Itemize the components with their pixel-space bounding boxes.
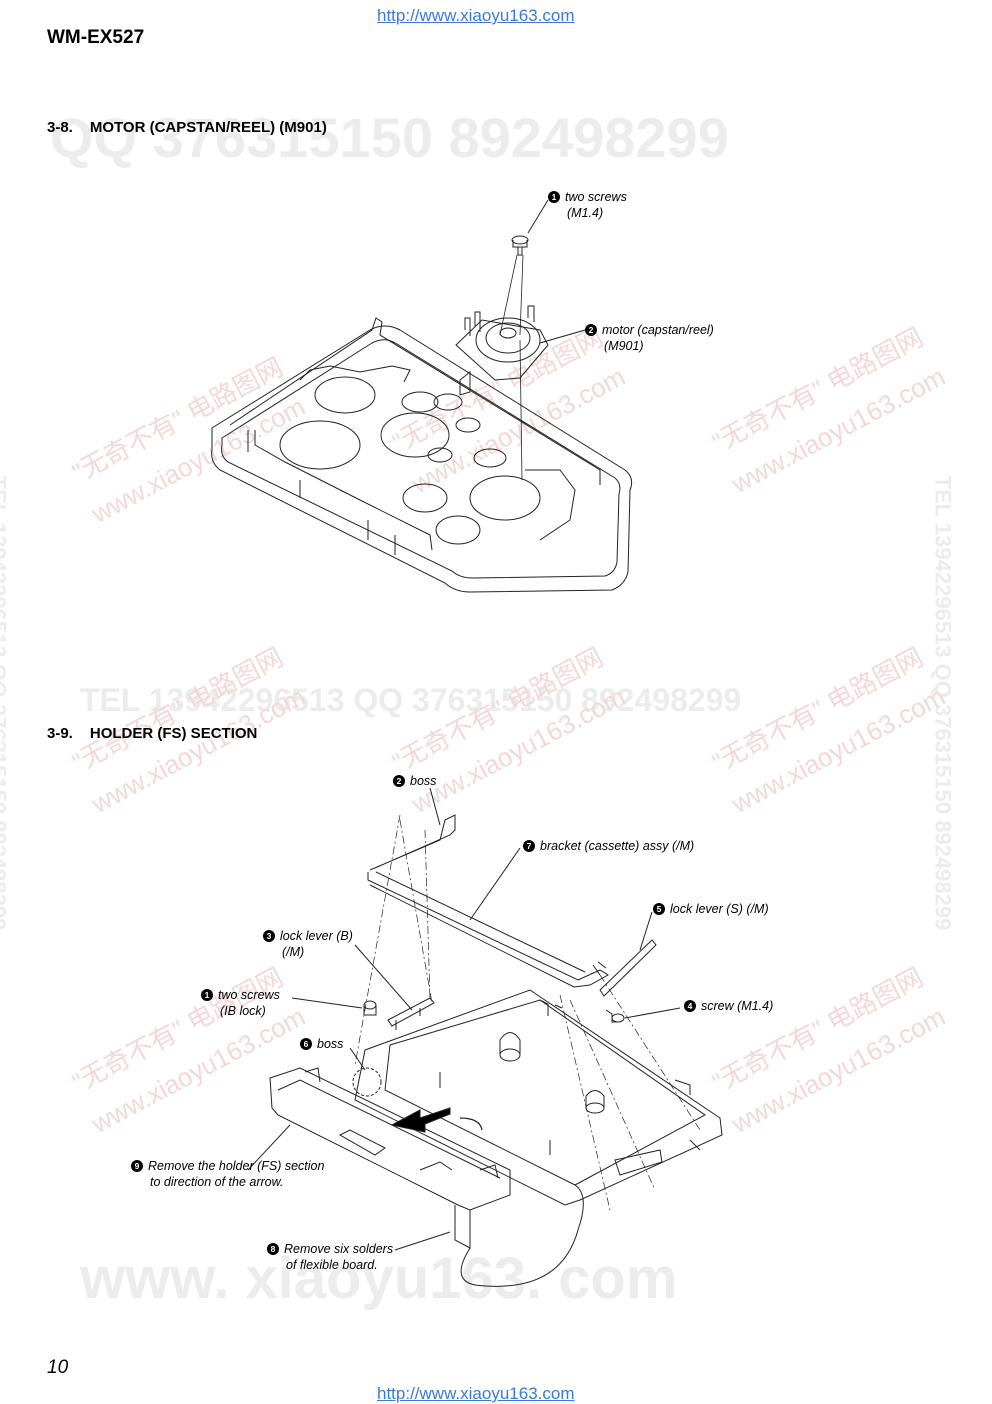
leader-line	[349, 1047, 366, 1071]
section-3-8-heading: 3-8. MOTOR (CAPSTAN/REEL) (M901)	[47, 119, 327, 136]
callout-number: 3	[263, 930, 275, 942]
callout-text: screw (M1.4)	[701, 999, 774, 1013]
callout-text: bracket (cassette) assy (/M)	[540, 839, 695, 853]
source-url-bottom[interactable]: http://www.xiaoyu163.com	[377, 1384, 575, 1403]
callout-text: boss	[317, 1037, 344, 1051]
callout-number: 6	[300, 1038, 312, 1050]
callout-boss-2: 2 boss	[393, 773, 436, 789]
leader-line	[539, 329, 586, 344]
callout-text: Remove the holder (FS) section	[148, 1159, 325, 1173]
section-3-9-heading: 3-9. HOLDER (FS) SECTION	[47, 725, 257, 742]
model-title: WM-EX527	[47, 27, 145, 48]
callout-number: 5	[653, 903, 665, 915]
holder-fs-drawing	[269, 1067, 511, 1249]
callout-two-screws: 1 two screws (M1.4)	[548, 189, 627, 221]
motor-drawing	[455, 305, 549, 381]
callout-text: (M901)	[604, 339, 644, 353]
screw-drawing	[511, 235, 529, 256]
leader-line	[394, 1231, 451, 1251]
callout-remove-solders: 8 Remove six solders of flexible board.	[267, 1241, 393, 1273]
callout-text: motor (capstan/reel)	[602, 323, 714, 337]
screw-m14-drawing	[605, 1009, 625, 1023]
page-number: 10	[47, 1357, 69, 1378]
leader-line	[624, 1007, 681, 1019]
watermark-tel-line: TEL 13942296513 QQ 376315150 892498299	[80, 682, 742, 718]
callout-text: (/M)	[282, 945, 305, 959]
watermark-site-big: www. xiaoyu163. com	[80, 1246, 678, 1311]
callout-boss-6: 6 boss	[300, 1036, 343, 1052]
callout-number: 4	[684, 1000, 696, 1012]
callout-screw-m14: 4 screw (M1.4)	[684, 998, 773, 1014]
section-number: 3-8.	[47, 119, 73, 136]
boss-circle	[352, 1067, 382, 1097]
callout-number: 1	[201, 989, 213, 1001]
screw-ib-lock-drawing	[363, 1000, 377, 1016]
removal-arrow	[390, 1107, 451, 1133]
callout-text: to direction of the arrow.	[150, 1175, 284, 1189]
leader-line	[354, 944, 413, 1011]
callout-number: 2	[585, 324, 597, 336]
callout-bracket-cassette: 7 bracket (cassette) assy (/M)	[523, 838, 694, 854]
callout-text: lock lever (B)	[280, 929, 353, 943]
callout-number: 7	[523, 840, 535, 852]
callout-text: (M1.4)	[567, 206, 604, 220]
leader-line	[247, 1124, 291, 1171]
section-title: HOLDER (FS) SECTION	[89, 725, 258, 742]
lock-lever-b-drawing	[387, 997, 435, 1030]
callout-text: boss	[410, 774, 437, 788]
leader-line	[469, 847, 521, 921]
callout-number: 1	[548, 191, 560, 203]
watermark-qq-line: QQ 376315150 892498299	[50, 106, 729, 169]
callout-lock-lever-s: 5 lock lever (S) (/M)	[653, 901, 769, 917]
flexible-board-drawing	[460, 1184, 584, 1287]
callout-remove-holder: 9 Remove the holder (FS) section to direc…	[131, 1158, 324, 1190]
bracket-cassette-drawing	[367, 814, 657, 997]
cassette-chassis-drawing	[211, 317, 633, 593]
callout-two-screws-ib: 1 two screws (IB lock)	[201, 987, 280, 1019]
lock-lever-s-drawing	[599, 939, 657, 997]
callout-motor: 2 motor (capstan/reel) (M901)	[585, 322, 714, 354]
callout-number: 9	[131, 1160, 143, 1172]
leader-line	[527, 199, 549, 234]
callout-text: lock lever (S) (/M)	[670, 902, 769, 916]
callout-number: 8	[267, 1243, 279, 1255]
section-number: 3-9.	[47, 725, 73, 742]
callout-lock-lever-b: 3 lock lever (B) (/M)	[263, 928, 353, 960]
section-title: MOTOR (CAPSTAN/REEL) (M901)	[89, 119, 327, 136]
callout-text: (IB lock)	[220, 1004, 266, 1018]
leader-line	[291, 997, 363, 1009]
leader-line	[639, 911, 653, 951]
callout-number: 2	[393, 775, 405, 787]
callout-text: of flexible board.	[286, 1258, 378, 1272]
callout-text: two screws	[218, 988, 280, 1002]
source-url-top[interactable]: http://www.xiaoyu163.com	[377, 6, 575, 25]
leader-line	[429, 787, 441, 826]
callout-text: two screws	[565, 190, 627, 204]
chassis-drawing	[354, 989, 723, 1206]
callout-text: Remove six solders	[284, 1242, 394, 1256]
